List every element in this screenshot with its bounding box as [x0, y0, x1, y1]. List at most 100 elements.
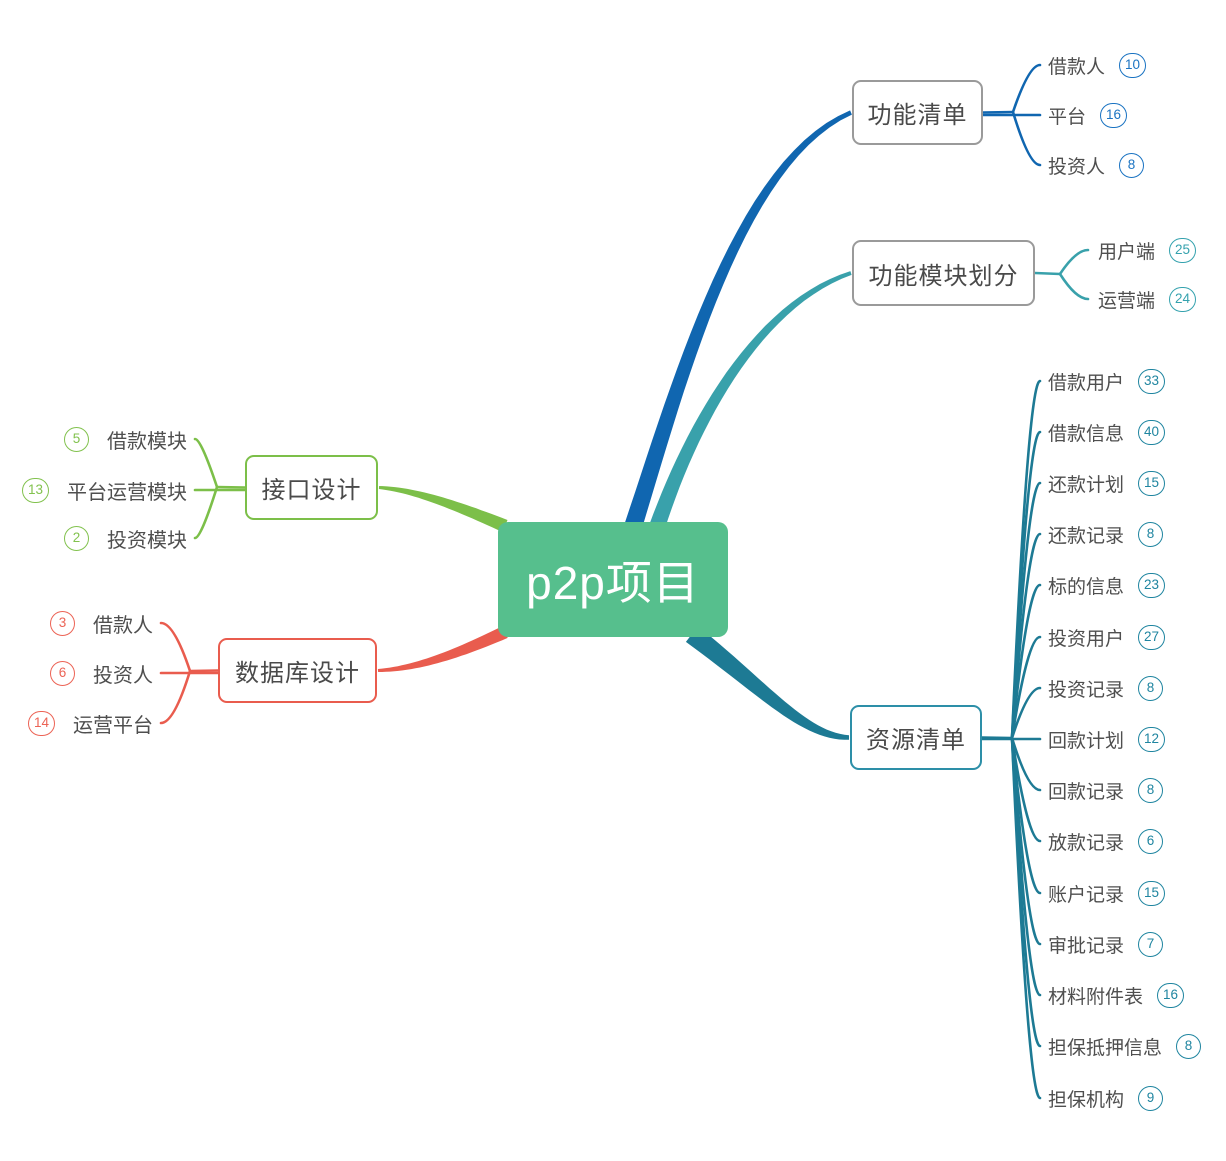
branch-label: 接口设计 — [261, 477, 362, 504]
count-badge: 3 — [50, 610, 75, 636]
count-badge: 13 — [21, 477, 49, 503]
count-badge: 15 — [1138, 880, 1166, 906]
branch-node[interactable]: 功能清单 — [852, 80, 983, 145]
count-badge: 2 — [64, 525, 89, 551]
count-badge: 15 — [1138, 470, 1166, 496]
count-badge: 33 — [1138, 368, 1166, 394]
child-connector — [1010, 583, 1042, 740]
child-connector — [1058, 248, 1090, 276]
child-label: 运营端 — [1098, 290, 1156, 312]
fan-stem — [1033, 271, 1062, 276]
count-badge: 8 — [1138, 777, 1164, 803]
branch-label: 资源清单 — [866, 727, 966, 754]
child-node[interactable]: 回款记录 8 — [1048, 777, 1164, 803]
child-connector — [1011, 110, 1042, 167]
child-node[interactable]: 还款计划 15 — [1048, 470, 1166, 496]
child-label: 借款人 — [1048, 56, 1106, 78]
child-node[interactable]: 担保抵押信息 8 — [1048, 1033, 1202, 1059]
child-label: 账户记录 — [1048, 884, 1125, 906]
child-node[interactable]: 担保机构 9 — [1048, 1085, 1164, 1111]
child-connector — [193, 437, 219, 489]
child-connector — [1010, 686, 1042, 740]
child-label: 担保抵押信息 — [1048, 1037, 1163, 1059]
child-label: 平台运营模块 — [67, 481, 187, 504]
child-label: 材料附件表 — [1048, 986, 1144, 1008]
branch-node[interactable]: 接口设计 — [245, 455, 378, 520]
child-node[interactable]: 账户记录 15 — [1048, 880, 1166, 906]
count-badge: 12 — [1138, 726, 1166, 752]
child-connector — [193, 485, 219, 540]
child-node[interactable]: 运营端 24 — [1098, 286, 1197, 312]
child-node[interactable]: 回款计划 12 — [1048, 726, 1166, 752]
child-label: 担保机构 — [1048, 1089, 1125, 1111]
count-badge: 5 — [64, 426, 89, 452]
child-node[interactable]: 投资人 8 — [1048, 152, 1145, 178]
child-node[interactable]: 材料附件表 16 — [1048, 982, 1185, 1008]
fan-stem — [215, 485, 247, 489]
root-node[interactable]: p2p项目 — [498, 522, 728, 637]
child-label: 审批记录 — [1048, 935, 1125, 957]
child-label: 还款计划 — [1048, 474, 1125, 496]
child-label: 运营平台 — [73, 714, 153, 737]
child-node[interactable]: 3 借款人 — [50, 610, 153, 637]
count-badge: 25 — [1169, 237, 1197, 263]
branch-label: 数据库设计 — [235, 660, 360, 687]
branch-node[interactable]: 数据库设计 — [218, 638, 377, 703]
count-badge: 7 — [1138, 931, 1164, 957]
branch-curve — [685, 626, 849, 740]
child-node[interactable]: 还款记录 8 — [1048, 521, 1164, 547]
child-node[interactable]: 标的信息 23 — [1048, 572, 1166, 598]
child-connector — [1010, 736, 1042, 1100]
child-label: 投资模块 — [107, 529, 187, 552]
child-label: 投资用户 — [1048, 628, 1125, 650]
count-badge: 8 — [1138, 675, 1164, 701]
branch-curve — [378, 486, 508, 532]
child-node[interactable]: 投资用户 27 — [1048, 624, 1166, 650]
child-label: 还款记录 — [1048, 525, 1125, 547]
count-badge: 23 — [1138, 572, 1166, 598]
count-badge: 6 — [1138, 828, 1164, 854]
count-badge: 8 — [1138, 521, 1164, 547]
child-connector — [1010, 635, 1042, 740]
child-node[interactable]: 13 平台运营模块 — [21, 477, 187, 504]
branch-curve — [624, 110, 852, 530]
count-badge: 40 — [1138, 419, 1166, 445]
child-node[interactable]: 2 投资模块 — [64, 525, 187, 552]
count-badge: 14 — [27, 710, 55, 736]
child-node[interactable]: 14 运营平台 — [27, 710, 153, 737]
child-label: 放款记录 — [1048, 832, 1125, 854]
count-badge: 27 — [1138, 624, 1166, 650]
branch-node[interactable]: 资源清单 — [850, 705, 982, 770]
count-badge: 24 — [1169, 286, 1197, 312]
count-badge: 8 — [1176, 1033, 1202, 1059]
branch-curve — [649, 271, 852, 530]
child-label: 标的信息 — [1048, 576, 1125, 598]
count-badge: 9 — [1138, 1085, 1164, 1111]
count-badge: 6 — [50, 660, 75, 686]
child-label: 投资人 — [1048, 156, 1106, 178]
count-badge: 16 — [1100, 102, 1128, 128]
child-connector — [1010, 532, 1042, 740]
child-node[interactable]: 放款记录 6 — [1048, 828, 1164, 854]
child-label: 回款记录 — [1048, 781, 1125, 803]
branch-curve — [377, 626, 508, 672]
count-badge: 16 — [1157, 982, 1185, 1008]
count-badge: 8 — [1119, 152, 1145, 178]
fan-stem — [188, 669, 220, 673]
child-node[interactable]: 审批记录 7 — [1048, 931, 1164, 957]
child-connector — [159, 669, 192, 725]
child-label: 借款人 — [93, 614, 153, 637]
child-label: 回款计划 — [1048, 730, 1125, 752]
branch-node[interactable]: 功能模块划分 — [852, 240, 1035, 306]
child-connector — [159, 621, 192, 673]
